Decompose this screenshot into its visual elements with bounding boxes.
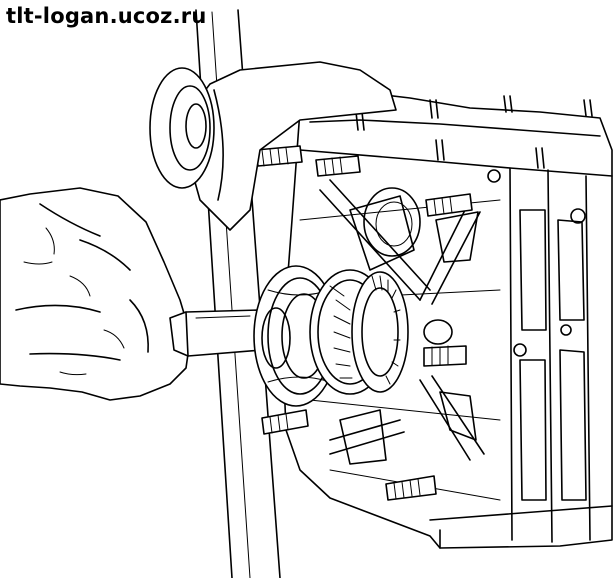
hand [0,187,191,401]
housing-side-studs [255,145,473,501]
housing-top-studs [355,95,593,169]
puller-tool [149,61,397,231]
gear [309,269,409,395]
gearbox-housing [283,89,613,549]
watermark-text: tlt-logan.ucoz.ru [6,4,207,28]
drift-shaft [169,309,263,357]
